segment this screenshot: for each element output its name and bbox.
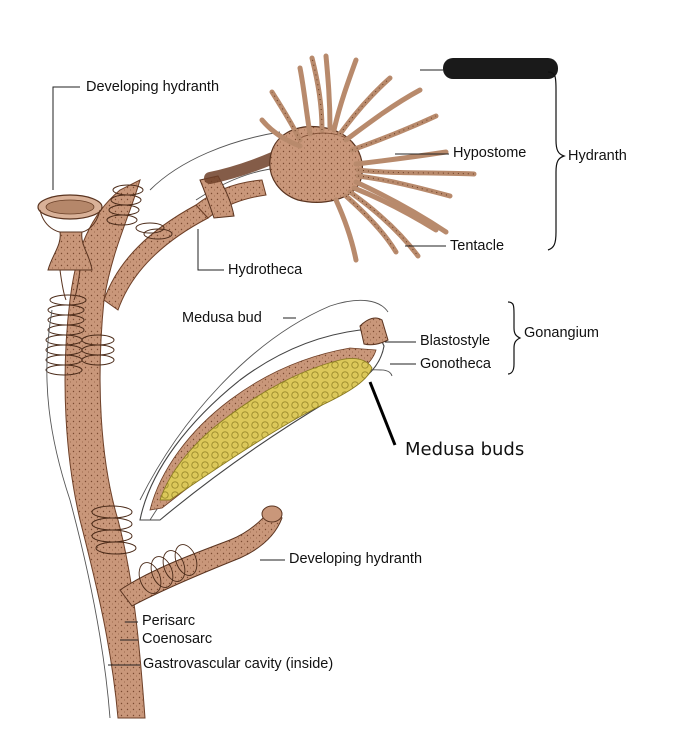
gonangium [139, 317, 389, 521]
label-hydranth: Hydranth [568, 148, 627, 164]
tentacle-stipple [271, 57, 475, 257]
perisarc-rings [45, 184, 173, 555]
label-perisarc: Perisarc [142, 613, 196, 629]
label-developing-hydranth-top: Developing hydranth [86, 79, 220, 95]
label-medusa-buds: Medusa buds [405, 439, 525, 460]
leader-lines [52, 69, 449, 666]
tentacles [259, 53, 477, 263]
label-medusa-bud: Medusa bud [182, 310, 262, 326]
label-gastrovascular-cavity: Gastrovascular cavity (inside) [143, 656, 334, 672]
label-hypostome: Hypostome [453, 145, 527, 161]
label-developing-hydranth-bottom: Developing hydranth [289, 551, 423, 567]
gonangium-brace [507, 301, 522, 375]
label-blastostyle: Blastostyle [420, 333, 491, 349]
label-tentacle: Tentacle [450, 238, 505, 254]
hydranth-brace [547, 71, 566, 251]
label-gonotheca: Gonotheca [420, 356, 491, 372]
label-coenosarc: Coenosarc [142, 631, 213, 647]
label-hydrotheca: Hydrotheca [228, 262, 303, 278]
redaction-bar [443, 58, 558, 79]
label-gonangium: Gonangium [524, 325, 599, 341]
developing-hydranth-top [37, 194, 103, 301]
label-patch [392, 412, 642, 508]
developing-hydranth-bottom [119, 505, 283, 607]
